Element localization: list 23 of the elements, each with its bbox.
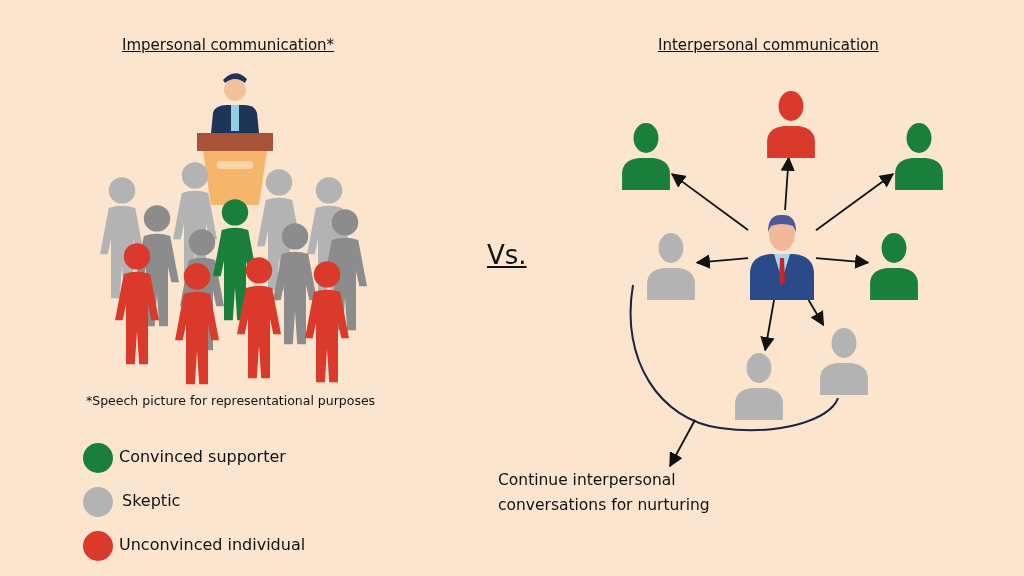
person-icon xyxy=(645,230,697,300)
arrow xyxy=(669,419,696,468)
note-text: Continue interpersonal conversations for nurturing xyxy=(498,468,748,520)
section-heading: Interpersonal communication xyxy=(658,36,879,54)
footnote: *Speech picture for representational purposes xyxy=(86,393,376,408)
person-icon xyxy=(733,350,785,420)
arrow xyxy=(780,156,795,211)
arrow xyxy=(695,254,749,269)
person-icon xyxy=(868,230,920,300)
arrow xyxy=(815,173,895,232)
arrow xyxy=(670,173,749,231)
person-icon xyxy=(620,120,672,190)
arrow xyxy=(815,254,870,269)
arrow xyxy=(760,299,775,352)
arrow xyxy=(807,299,825,327)
person-icon xyxy=(765,88,817,158)
section-heading: Impersonal communication* xyxy=(122,36,335,54)
legend-text: Convinced supporter xyxy=(119,447,286,466)
legend-text: Unconvinced individual xyxy=(119,535,306,554)
legend-text: Skeptic xyxy=(122,491,181,510)
person-icon xyxy=(893,120,945,190)
versus-text: Vs. xyxy=(487,240,527,270)
person-icon xyxy=(818,325,870,395)
